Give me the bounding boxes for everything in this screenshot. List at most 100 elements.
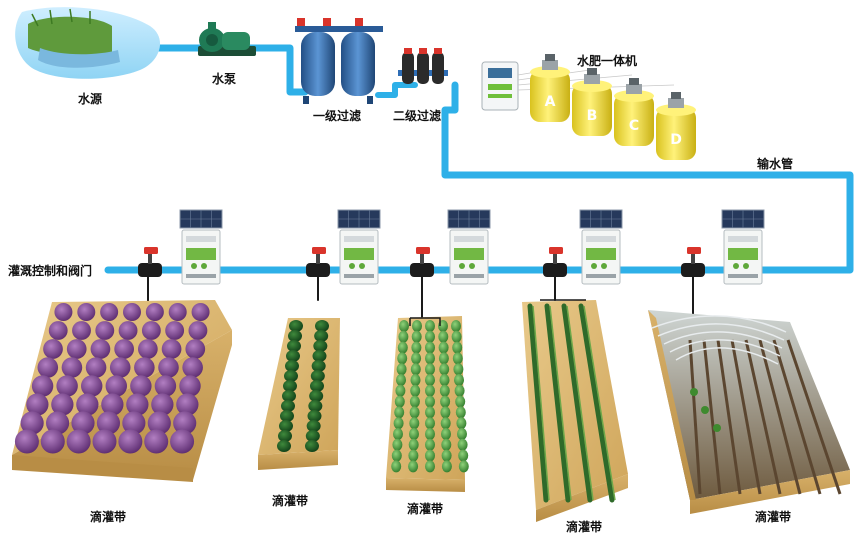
cabbage-plant xyxy=(20,411,44,435)
seedling xyxy=(457,428,467,440)
seedling xyxy=(438,341,449,354)
seedling xyxy=(411,341,422,354)
drip-line xyxy=(566,305,594,501)
seedling xyxy=(399,320,409,332)
valve xyxy=(138,247,162,277)
field-greenhouse xyxy=(648,310,850,514)
cabbage-plant xyxy=(158,357,179,378)
solar-controller xyxy=(337,209,381,285)
label-field-1: 滴灌带 xyxy=(90,510,127,524)
control-station-2 xyxy=(306,209,381,285)
cabbage-plant xyxy=(31,375,54,397)
cabbage-plant xyxy=(66,339,87,359)
greenhouse-plant xyxy=(690,388,698,396)
cabbage-plant xyxy=(51,393,74,416)
cabbage-plant xyxy=(105,375,127,397)
crop-plant xyxy=(311,360,326,372)
seedling xyxy=(396,363,407,376)
seedling xyxy=(455,406,466,419)
drip-line xyxy=(583,305,616,501)
cabbage-plant xyxy=(173,411,197,435)
seedling xyxy=(425,363,435,376)
cabbage-plant xyxy=(130,375,152,397)
field-purple-cabbage xyxy=(12,300,232,482)
cabbage-plant xyxy=(144,429,169,454)
crop-plant xyxy=(310,380,324,392)
cabbage-plant xyxy=(56,375,78,397)
seedling xyxy=(425,406,435,419)
cabbage-plant xyxy=(118,321,138,340)
cabbage-plant xyxy=(96,411,120,435)
cabbage-plant xyxy=(46,411,70,435)
crop-row xyxy=(578,303,615,503)
drip-branch xyxy=(409,317,441,326)
crop-plant xyxy=(313,340,328,352)
label-irrigation-control: 灌溉控制和阀门 xyxy=(8,264,93,278)
label-field-3: 滴灌带 xyxy=(407,502,444,516)
cabbage-plant xyxy=(123,303,141,321)
seedling xyxy=(411,352,422,365)
cabbage-plant xyxy=(37,357,59,378)
cabbage-plant xyxy=(170,429,195,454)
crop-plant xyxy=(307,410,322,422)
cabbage-plant xyxy=(66,429,91,454)
cabbage-plant xyxy=(176,393,199,416)
seedling xyxy=(457,438,468,451)
seedling xyxy=(425,341,435,354)
seedling xyxy=(425,384,435,397)
tank-label: B xyxy=(587,108,598,124)
soil-ridge xyxy=(688,339,702,495)
seedling xyxy=(441,428,451,440)
fertilizer-tank-c: C xyxy=(614,78,654,146)
greenhouse-arch xyxy=(675,347,779,365)
seedling xyxy=(458,449,469,462)
soil-ridge xyxy=(716,339,742,495)
cabbage-plant xyxy=(14,429,39,454)
solar-controller xyxy=(179,209,223,285)
secondary-filter xyxy=(398,48,448,84)
drip-line xyxy=(532,305,550,501)
seedling xyxy=(441,460,452,473)
seedling xyxy=(408,460,419,473)
crop-plant xyxy=(312,350,327,362)
seedling xyxy=(408,438,419,451)
delivery-pipe xyxy=(104,81,854,274)
cabbage-plant xyxy=(147,411,171,435)
seedling xyxy=(425,320,435,332)
cabbage-plant xyxy=(179,375,201,397)
cabbage-plant xyxy=(77,303,96,321)
crop-plant xyxy=(281,400,295,412)
crop-plant xyxy=(288,330,302,342)
seedling xyxy=(409,395,420,408)
soil-ridge xyxy=(744,339,782,495)
primary-filter xyxy=(295,18,383,104)
cabbage-plant xyxy=(81,375,103,397)
seedling xyxy=(410,374,421,386)
cabbage-plant xyxy=(72,321,91,340)
seedling xyxy=(409,417,420,430)
seedling xyxy=(439,384,450,397)
cabbage-plant xyxy=(54,303,73,321)
cabbage-plant xyxy=(118,429,143,454)
cabbage-plant xyxy=(85,357,107,378)
crop-plant xyxy=(286,350,300,362)
seedling xyxy=(425,330,435,343)
cabbage-plant xyxy=(188,321,208,340)
crop-plant xyxy=(285,360,299,372)
seedling xyxy=(425,417,435,430)
seedling xyxy=(409,406,420,419)
label-field-4: 滴灌带 xyxy=(566,520,603,534)
cabbage-plant xyxy=(165,321,185,340)
cabbage-plant xyxy=(145,303,164,321)
valve xyxy=(543,247,567,277)
cabbage-plant xyxy=(48,321,68,340)
seedling xyxy=(440,395,451,408)
crop-plant xyxy=(308,400,323,412)
field-green-seedlings xyxy=(386,316,469,492)
seedling xyxy=(397,352,408,365)
cabbage-plant xyxy=(61,357,83,378)
cabbage-plant xyxy=(109,357,131,378)
field-dark-green-rows xyxy=(258,318,340,470)
